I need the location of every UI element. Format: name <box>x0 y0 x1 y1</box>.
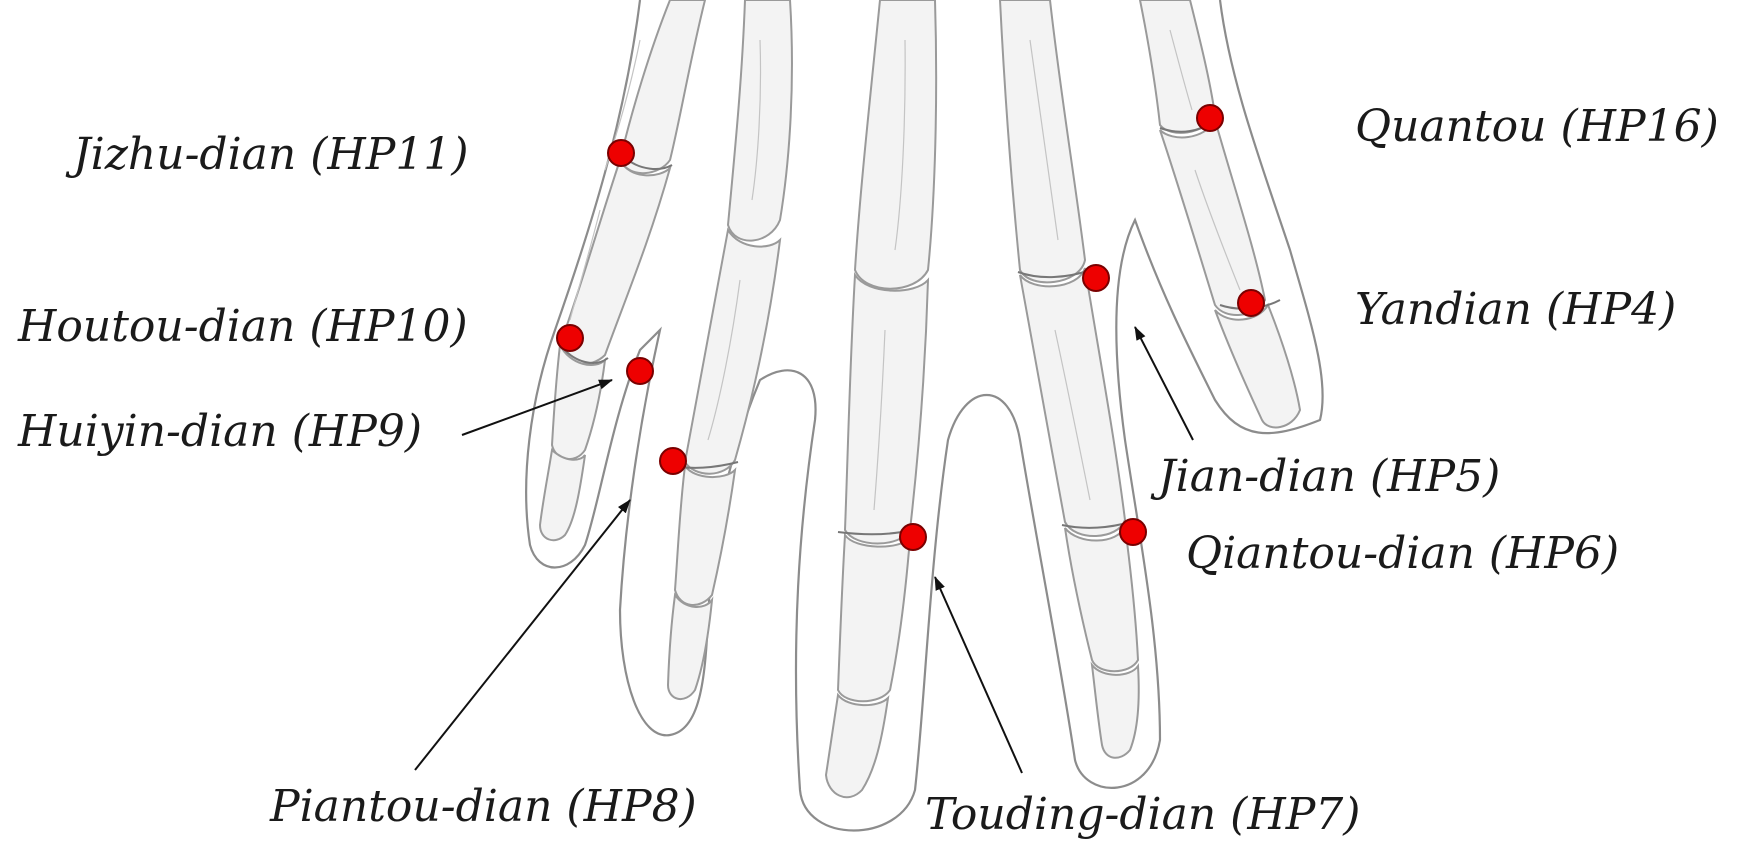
label-hp16: Quantou (HP16) <box>1355 105 1719 149</box>
point-hp9 <box>627 358 653 384</box>
arrow-hp8 <box>415 500 630 770</box>
label-hp4: Yandian (HP4) <box>1355 288 1676 332</box>
label-hp7: Touding-dian (HP7) <box>925 793 1360 837</box>
label-hp5: Jian-dian (HP5) <box>1158 455 1500 499</box>
point-hp7 <box>900 524 926 550</box>
arrow-hp5 <box>1135 327 1193 440</box>
point-hp5 <box>1083 265 1109 291</box>
point-hp6 <box>1120 519 1146 545</box>
point-hp16 <box>1197 105 1223 131</box>
point-hp8 <box>660 448 686 474</box>
ring-finger-bones <box>668 0 792 699</box>
point-hp4 <box>1238 290 1264 316</box>
label-hp6: Qiantou-dian (HP6) <box>1186 532 1619 576</box>
label-hp9: Huiyin-dian (HP9) <box>18 410 422 454</box>
label-hp10: Houtou-dian (HP10) <box>18 305 468 349</box>
label-hp8: Piantou-dian (HP8) <box>270 785 697 829</box>
point-hp10 <box>557 325 583 351</box>
label-hp11: Jizhu-dian (HP11) <box>73 133 469 177</box>
thumb-bones <box>1140 0 1300 427</box>
middle-finger-bones <box>826 0 936 797</box>
point-hp11 <box>608 140 634 166</box>
arrow-hp7 <box>935 577 1022 773</box>
